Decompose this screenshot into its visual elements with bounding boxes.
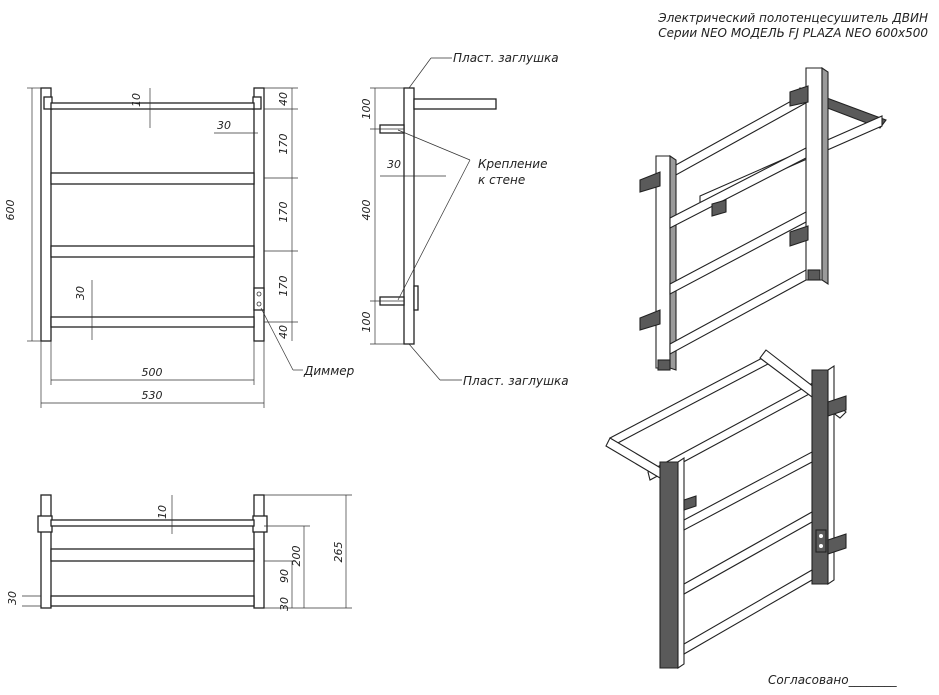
isometric-view-front	[605, 349, 847, 670]
front-dim-bottom-gap: 30	[74, 286, 87, 300]
isometric-view-rear	[639, 66, 887, 371]
side-dim-middle: 400	[360, 200, 373, 221]
front-dim-offset: 30	[217, 119, 231, 132]
title-line-1: Электрический полотенцесушитель ДВИН	[657, 11, 928, 25]
top-dim-bar: 10	[156, 505, 169, 519]
front-dim-spacing-4: 170	[277, 276, 290, 297]
front-dim-spacing-3: 170	[277, 202, 290, 223]
label-wall-mount-2: к стене	[478, 173, 525, 187]
front-dim-height: 600	[4, 200, 17, 221]
title-line-2: Серии NEO МОДЕЛЬ FJ PLAZA NEO 600x500	[658, 26, 928, 40]
top-dim-90: 90	[278, 569, 291, 583]
side-dim-top: 100	[360, 99, 373, 120]
front-dim-bar: 10	[130, 93, 143, 107]
front-dim-spacing-5: 40	[277, 325, 290, 339]
label-plug-top: Пласт. заглушка	[453, 51, 559, 65]
top-dim-total: 265	[332, 542, 345, 563]
top-dim-30: 30	[278, 597, 291, 611]
top-dim-left-30: 30	[6, 591, 19, 605]
front-view	[27, 87, 298, 408]
front-dim-outer-width: 530	[142, 389, 163, 402]
label-approved: Согласовано________	[768, 673, 898, 687]
front-dim-spacing-2: 170	[277, 134, 290, 155]
top-dim-200: 200	[290, 546, 303, 567]
side-dim-offset: 30	[387, 158, 401, 171]
side-dim-bottom: 100	[360, 312, 373, 333]
label-dimmer: Диммер	[303, 364, 355, 378]
label-plug-bottom: Пласт. заглушка	[463, 374, 569, 388]
side-view	[370, 87, 497, 345]
top-view	[22, 494, 352, 609]
label-wall-mount-1: Крепление	[478, 157, 547, 171]
front-dim-spacing-1: 40	[277, 92, 290, 106]
front-dim-inner-width: 500	[142, 366, 163, 379]
